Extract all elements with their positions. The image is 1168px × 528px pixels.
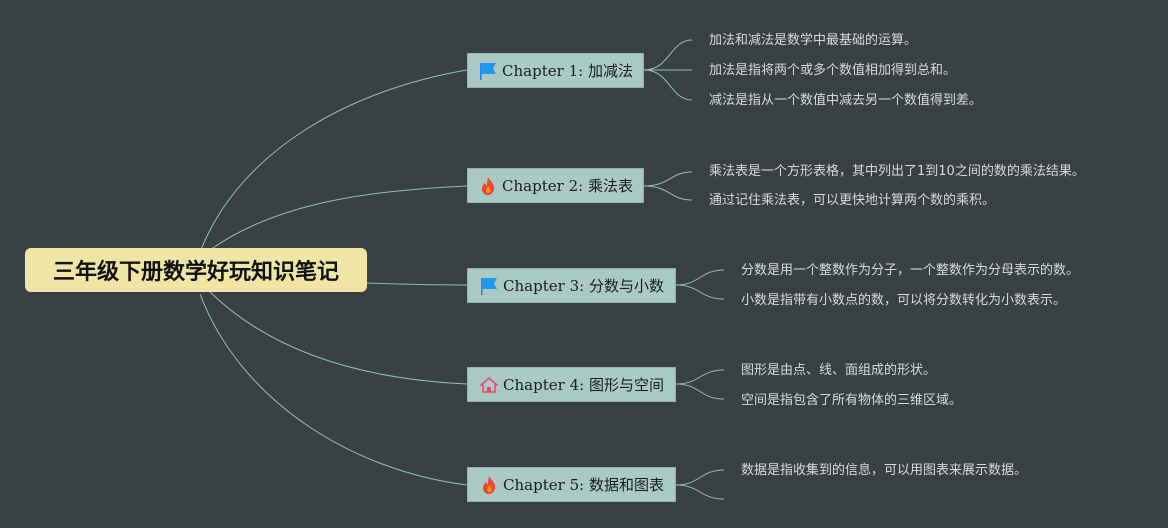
chapter-1-topic[interactable]: Chapter 1: 加减法 <box>467 53 644 88</box>
ch5-connector-1 <box>675 469 725 486</box>
ch3-connector-2 <box>675 284 725 300</box>
chapter-4-topic[interactable]: Chapter 4: 图形与空间 <box>467 367 676 402</box>
chapter-4-note-1[interactable]: 图形是由点、线、面组成的形状。 <box>741 363 937 378</box>
ch1-connector-3 <box>643 69 693 101</box>
chapter-3-label: Chapter 3: 分数与小数 <box>503 277 664 295</box>
chapter-4-label: Chapter 4: 图形与空间 <box>503 376 664 394</box>
ch2-connector-1 <box>643 171 693 187</box>
chapter-3-note-1[interactable]: 分数是用一个整数作为分子，一个整数作为分母表示的数。 <box>741 263 1080 278</box>
ch3-connector-1 <box>675 269 725 286</box>
chapter-2-label: Chapter 2: 乘法表 <box>502 177 633 195</box>
chapter-2-note-1[interactable]: 乘法表是一个方形表格，其中列出了1到10之间的数的乘法结果。 <box>709 164 1085 179</box>
ch2-connector-2 <box>643 185 693 201</box>
root-connector-5 <box>199 293 468 486</box>
chapter-2-note-2[interactable]: 通过记住乘法表，可以更快地计算两个数的乘积。 <box>709 193 996 208</box>
root-connector-3 <box>366 282 468 286</box>
house-icon <box>479 375 499 395</box>
chapter-2-topic[interactable]: Chapter 2: 乘法表 <box>467 168 644 203</box>
chapter-1-note-3[interactable]: 减法是指从一个数值中减去另一个数值得到差。 <box>709 93 983 108</box>
ch5-connector-2 <box>675 484 725 500</box>
flag-icon <box>479 276 499 296</box>
fire-icon <box>478 176 498 196</box>
root-topic[interactable]: 三年级下册数学好玩知识笔记 <box>25 248 367 292</box>
chapter-5-topic[interactable]: Chapter 5: 数据和图表 <box>467 467 676 502</box>
fire-icon <box>479 475 499 495</box>
root-connector-4 <box>209 291 468 385</box>
root-connector-2 <box>209 185 468 251</box>
chapter-1-note-2[interactable]: 加法是指将两个或多个数值相加得到总和。 <box>709 63 957 78</box>
chapter-5-label: Chapter 5: 数据和图表 <box>503 476 664 494</box>
root-connector-1 <box>199 69 468 253</box>
ch4-connector-1 <box>675 369 725 385</box>
chapter-3-topic[interactable]: Chapter 3: 分数与小数 <box>467 268 676 303</box>
ch4-connector-2 <box>675 383 725 400</box>
flag-icon <box>478 61 498 81</box>
chapter-5-note-1[interactable]: 数据是指收集到的信息，可以用图表来展示数据。 <box>741 463 1028 478</box>
chapter-4-note-2[interactable]: 空间是指包含了所有物体的三维区域。 <box>741 393 963 408</box>
chapter-3-note-2[interactable]: 小数是指带有小数点的数，可以将分数转化为小数表示。 <box>741 293 1067 308</box>
chapter-1-label: Chapter 1: 加减法 <box>502 62 633 80</box>
chapter-1-note-1[interactable]: 加法和减法是数学中最基础的运算。 <box>709 33 918 48</box>
ch1-connector-1 <box>643 39 693 71</box>
